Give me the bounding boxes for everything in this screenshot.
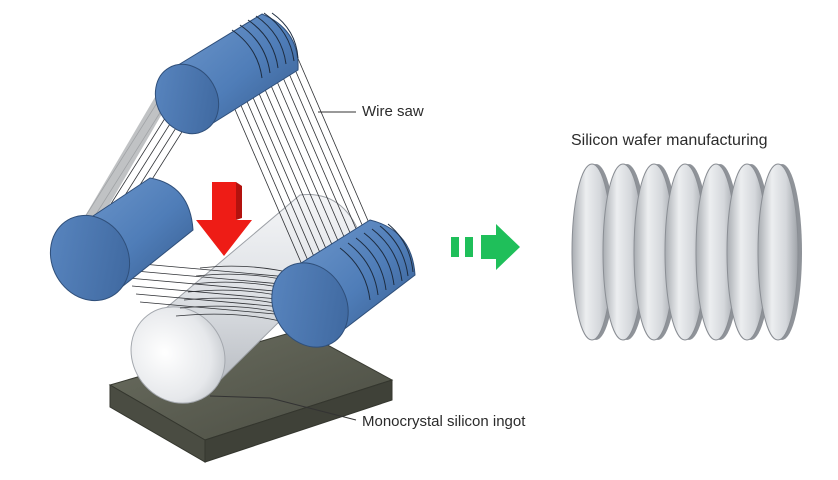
back-belt	[78, 92, 170, 238]
green-dashed-right-arrow-icon	[451, 224, 520, 270]
base-block	[108, 329, 394, 463]
right-roller	[271, 219, 416, 348]
ingot-leader-b	[269, 397, 357, 421]
red-down-arrow-icon	[196, 182, 252, 256]
ingot-label: Monocrystal silicon ingot	[362, 413, 526, 430]
silicon-wafers	[571, 163, 802, 341]
ingot-leader-a	[209, 395, 271, 399]
wafer-section-title: Silicon wafer manufacturing	[571, 132, 768, 149]
silicon-ingot	[130, 194, 363, 404]
wire-saw-label: Wire saw	[362, 103, 424, 120]
left-roller	[49, 177, 194, 302]
top-roller	[154, 12, 299, 135]
wafer	[757, 163, 802, 341]
